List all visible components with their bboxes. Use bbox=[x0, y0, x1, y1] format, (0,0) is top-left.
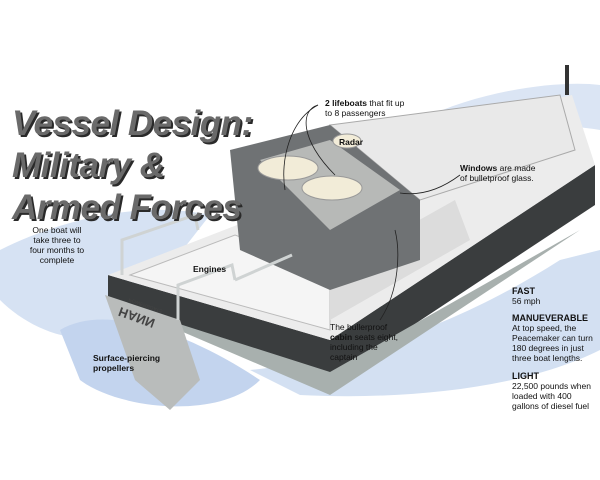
title-line-2: Military & bbox=[12, 146, 165, 185]
windows-text: are made of bulletproof glass. bbox=[460, 163, 536, 183]
cabin-text-pre: The bullerproof bbox=[330, 322, 388, 332]
spec-heading: MANUEVERABLE bbox=[512, 313, 589, 323]
spec-heading: FAST bbox=[512, 286, 536, 296]
leader-lines bbox=[283, 104, 461, 321]
page-title: Vessel Design: Military & Armed Forces bbox=[12, 103, 253, 229]
lifeboats-text: that fit up to 8 passengers bbox=[325, 98, 405, 118]
cabin-bold: cabin bbox=[330, 332, 353, 342]
lifeboats bbox=[257, 133, 363, 201]
spec-heading: LIGHT bbox=[512, 371, 539, 381]
title-line-1: Vessel Design: bbox=[12, 104, 253, 143]
spec-text: 22,500 pounds when loaded with 400 gallo… bbox=[512, 381, 591, 411]
title-line-3: Armed Forces bbox=[12, 188, 242, 227]
windows-bold: Windows bbox=[460, 163, 498, 173]
spec-text: At top speed, the Peacemaker can turn 18… bbox=[512, 323, 593, 363]
engines-label: Engines bbox=[193, 264, 227, 274]
railings bbox=[120, 213, 293, 320]
cabin-callout: The bullerproof cabin seats eight, inclu… bbox=[330, 322, 400, 362]
radar-label: Radar bbox=[339, 137, 364, 147]
lifeboats-callout: 2 lifeboats that fit up to 8 passengers bbox=[325, 98, 410, 118]
cabin-text: seats eight, including the captain bbox=[330, 332, 399, 362]
propellers-label: Surface-piercing propellers bbox=[93, 353, 161, 373]
windows-callout: Windows are made of bulletproof glass. bbox=[460, 163, 540, 183]
spec-text: 56 mph bbox=[512, 296, 541, 306]
lifeboats-bold: 2 lifeboats bbox=[325, 98, 368, 108]
build-time-callout: One boat will take three to four months … bbox=[29, 225, 85, 265]
